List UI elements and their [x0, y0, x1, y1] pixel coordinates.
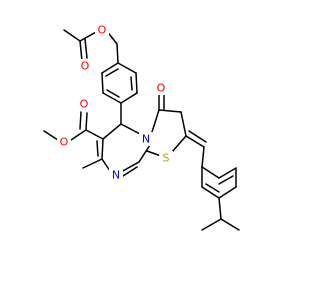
atom-symbol: O — [98, 24, 107, 37]
atom-symbol: O — [80, 98, 89, 111]
oxygen-atom-label: O — [78, 59, 92, 73]
oxygen-atom-label: O — [95, 23, 109, 37]
molecule-diagram: O O O O O N N S — [43, 23, 240, 231]
atom-symbol: O — [60, 136, 69, 149]
bond-lines — [43, 29, 240, 231]
atom-symbol: O — [81, 60, 90, 73]
atom-symbol: N — [142, 133, 150, 146]
oxygen-atom-label: O — [154, 81, 168, 95]
atom-symbol: S — [163, 152, 170, 165]
atom-symbol: N — [112, 169, 120, 182]
oxygen-atom-label: O — [77, 97, 91, 111]
atom-symbol: O — [157, 82, 166, 95]
atom-labels: O O O O O N N S — [57, 23, 173, 182]
oxygen-atom-label: O — [57, 135, 71, 149]
sulfur-atom-label: S — [159, 151, 173, 165]
nitrogen-atom-label: N — [109, 168, 123, 182]
nitrogen-atom-label: N — [139, 132, 153, 146]
